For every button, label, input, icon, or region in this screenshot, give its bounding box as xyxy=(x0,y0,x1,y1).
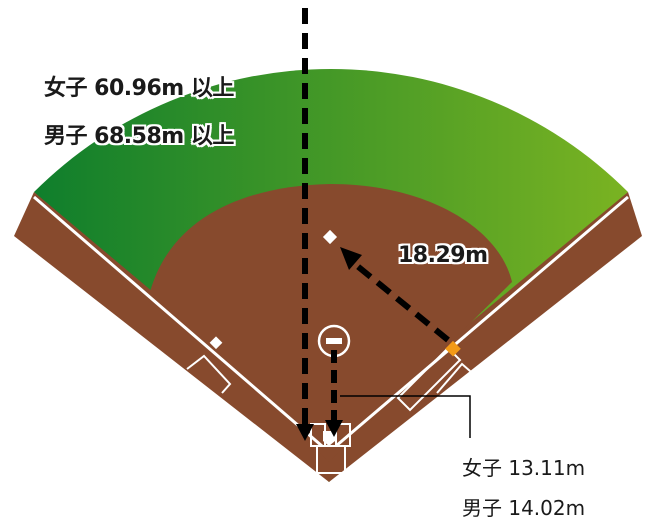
pitcher-distance-men-label: 男子 14.02m xyxy=(462,496,586,520)
fence-distance-women-label: 女子 60.96m 以上 xyxy=(44,76,234,101)
base-arrowhead xyxy=(340,247,362,270)
right-foul-territory xyxy=(329,192,642,482)
fence-distance-men-label: 男子 68.58m 以上 xyxy=(44,124,234,149)
left-foul-line xyxy=(33,195,323,448)
base-distance-arrow xyxy=(348,257,450,343)
fence-arrowhead xyxy=(296,424,314,441)
right-foul-line xyxy=(335,195,629,448)
pitcher-distance-women-label: 女子 13.11m xyxy=(462,456,586,480)
pitchers-plate-icon xyxy=(326,338,342,344)
second-base-icon xyxy=(322,229,338,245)
pitcher-distance-leader xyxy=(340,395,471,438)
first-base-icon xyxy=(445,340,461,357)
running-lane xyxy=(396,346,462,412)
third-base-coach-box xyxy=(186,354,232,394)
third-base-icon xyxy=(209,336,223,350)
first-base-coach-box xyxy=(436,362,479,394)
pitching-arrowhead xyxy=(325,420,343,437)
infield-dirt xyxy=(150,184,512,462)
left-foul-territory xyxy=(14,192,329,482)
catchers-box xyxy=(316,445,346,474)
base-distance-label: 18.29m xyxy=(398,243,488,268)
